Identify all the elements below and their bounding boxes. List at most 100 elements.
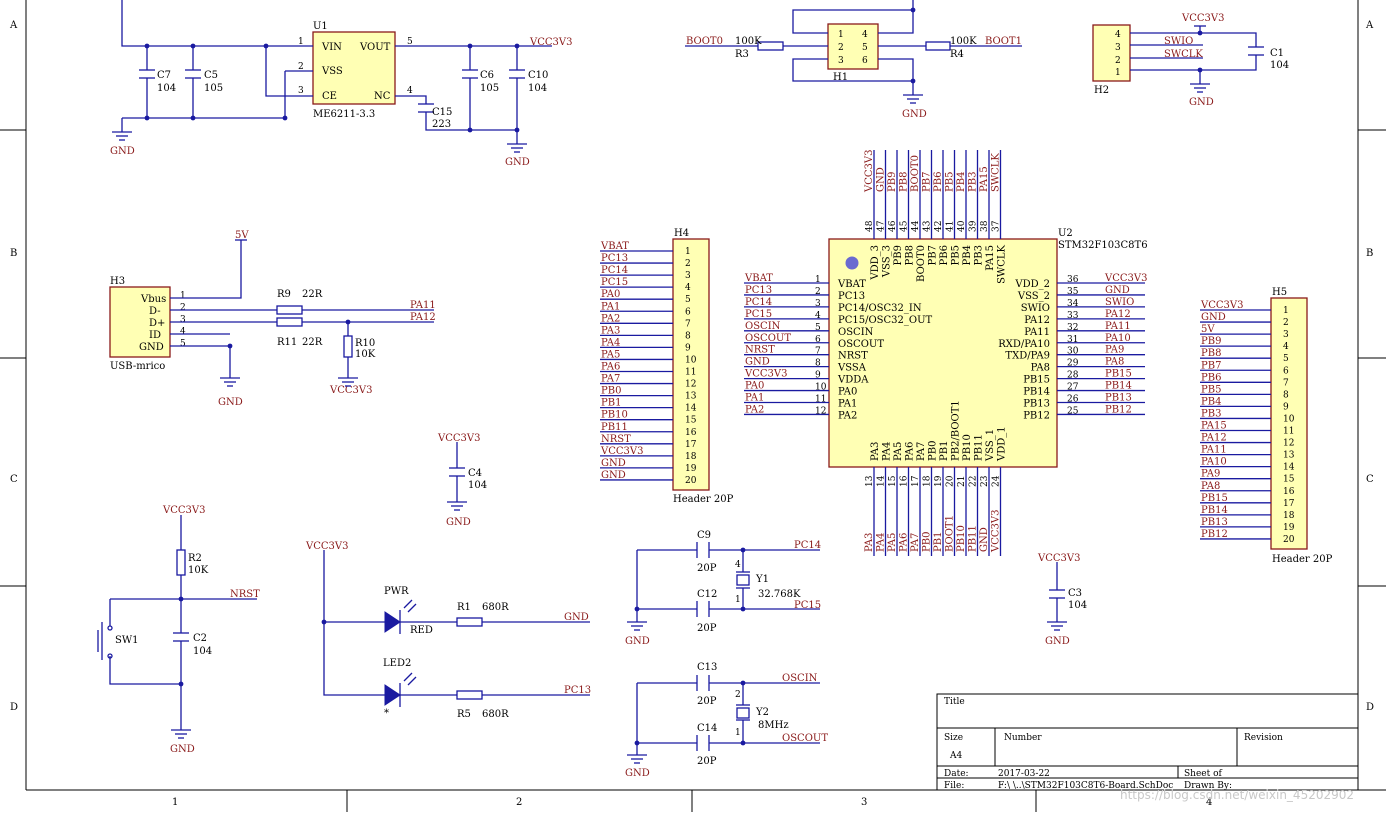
y1-ref: Y1: [755, 574, 769, 585]
junction-dot: [1197, 30, 1203, 36]
mcu-right-pin-name: PB13: [1023, 399, 1050, 410]
h2-pin-2: 2: [1115, 56, 1121, 66]
mcu-bottom-net-label: PB11: [968, 525, 979, 552]
gnd-label-regulator: GND: [110, 146, 135, 157]
usb-pin-3: 3: [180, 315, 186, 325]
junction-dot: [910, 78, 916, 84]
mcu-bottom-net-label: PA7: [910, 533, 921, 552]
row-label-c-right: C: [1366, 474, 1374, 485]
mcu-top-pin-name: PB4: [962, 245, 973, 265]
h4-net-label: PA7: [601, 374, 620, 385]
usb-part: USB-mrico: [110, 361, 165, 372]
h5-net-label: PB13: [1201, 517, 1228, 528]
mcu-top-pin-number: 47: [877, 220, 887, 232]
h4-net-label: PA0: [601, 289, 620, 300]
mcu-left-pin-number: 11: [815, 395, 826, 405]
r11-ref: R11: [277, 337, 297, 348]
number-label: Number: [1004, 733, 1042, 743]
mcu-top-net-label: PB8: [899, 172, 910, 192]
mcu-bottom-net-label: BOOT1: [945, 515, 956, 552]
revision-label: Revision: [1244, 733, 1283, 743]
h1-ref: H1: [833, 72, 848, 83]
h4-net-label: PB1: [601, 398, 621, 409]
mcu-left-pin-number: 10: [815, 383, 827, 393]
mcu-right-pin-name: PA8: [1031, 363, 1050, 374]
header-h5: [1270, 297, 1308, 550]
junction-dot: [740, 606, 746, 612]
decoupling-c3: C3 104 VCC3V3 GND: [1037, 553, 1087, 647]
swd-header-section: H2 4 3 2 1 C1 104 SWIO SWCLK VCC3V3 GND: [1092, 13, 1289, 108]
mcu-left-net-label: NRST: [745, 345, 775, 356]
r11-val: 22R: [302, 337, 323, 348]
mcu-bottom-pin-number: 15: [888, 475, 898, 487]
row-label-b-left: B: [10, 248, 17, 259]
header-h1: [827, 23, 879, 70]
r2-ref: R2: [188, 553, 202, 564]
c4-val: 104: [468, 480, 487, 491]
ground-symbol: [220, 377, 240, 387]
h4-pin-number: 19: [685, 464, 697, 474]
row-label-d-left: D: [10, 702, 18, 713]
r4-ref: R4: [950, 49, 964, 60]
mcu-right-net-label: PA10: [1105, 333, 1131, 344]
resistor-r9: [276, 305, 303, 315]
r1-ref: R1: [457, 602, 471, 613]
mcu-left-net-label: PC13: [745, 285, 772, 296]
c10-ref: C10: [528, 70, 548, 81]
h4-net-label: PB10: [601, 410, 628, 421]
h5-pin-number: 2: [1283, 318, 1289, 328]
reset-switch-sw1: [97, 622, 113, 660]
mcu-right-pin-number: 29: [1067, 359, 1079, 369]
mcu-left-pin-number: 4: [815, 311, 821, 321]
mcu-bottom-pin-number: 18: [923, 475, 933, 487]
ground-symbol: [447, 501, 467, 511]
led-pwr: [384, 599, 417, 634]
mcu-top-pin-name: PB6: [939, 245, 950, 265]
mcu-top-pin-number: 44: [911, 220, 921, 232]
h4-net-label: PA6: [601, 362, 620, 373]
mcu-right-pin-number: 27: [1067, 383, 1079, 393]
mcu-bottom-pin-name: PA5: [893, 442, 904, 461]
usb-ref: H3: [110, 276, 125, 287]
date-label: Date:: [944, 769, 969, 779]
mcu-top-pin-name: PB9: [893, 245, 904, 265]
h4-pin-number: 16: [685, 428, 697, 438]
usb-pin-dp-name: D+: [149, 318, 165, 329]
h5-pin-number: 16: [1283, 487, 1295, 497]
resistor-r5: [456, 690, 483, 700]
mcu-bottom-net-label: VCC3V3: [991, 510, 1002, 553]
mcu-right-pin-name: VSS_2: [1017, 291, 1050, 302]
mcu-top-pin-name: PB8: [905, 245, 916, 265]
h5-net-label: PA12: [1201, 433, 1227, 444]
junction-dot: [190, 43, 196, 49]
mcu-left-pin-name: PA1: [838, 399, 857, 410]
mcu-bottom-net-label: PA5: [887, 533, 898, 552]
y2-pin-top: 2: [735, 690, 741, 700]
h4-net-label: PB0: [601, 386, 621, 397]
sheet-label: Sheet of: [1184, 769, 1223, 779]
r9-ref: R9: [277, 289, 291, 300]
net-label-swio: SWIO: [1164, 36, 1193, 47]
row-label-d-right: D: [1366, 702, 1374, 713]
mcu-top-net-label: PB5: [945, 172, 956, 192]
mcu-top-pin-name: PA15: [985, 245, 996, 271]
gnd-label-y1: GND: [625, 636, 650, 647]
mcu-bottom-pin-number: 20: [946, 475, 956, 487]
h4-pin-number: 5: [685, 295, 691, 305]
junction-dot: [740, 680, 746, 686]
col-label-4: 4: [1206, 797, 1212, 808]
y2-pin-bot: 1: [735, 728, 741, 738]
mcu-top-pin-name: VDD_3: [870, 245, 881, 281]
mcu-top-pin-number: 41: [946, 221, 956, 232]
mcu-top-net-label: PB4: [956, 172, 967, 192]
regulator-pin-ce-name: CE: [322, 91, 337, 102]
mcu-right-net-label: VCC3V3: [1104, 273, 1147, 284]
led2-ref: LED2: [383, 658, 411, 669]
h1-pin-6: 6: [862, 56, 868, 66]
h5-pin-number: 1: [1283, 306, 1289, 316]
mcu-right-pin-number: 35: [1067, 287, 1079, 297]
file-label: File:: [944, 781, 964, 791]
mcu-left-net-label: GND: [745, 357, 770, 368]
mcu-left-net-label: PC15: [745, 309, 772, 320]
net-label-vcc-reset: VCC3V3: [162, 505, 205, 516]
